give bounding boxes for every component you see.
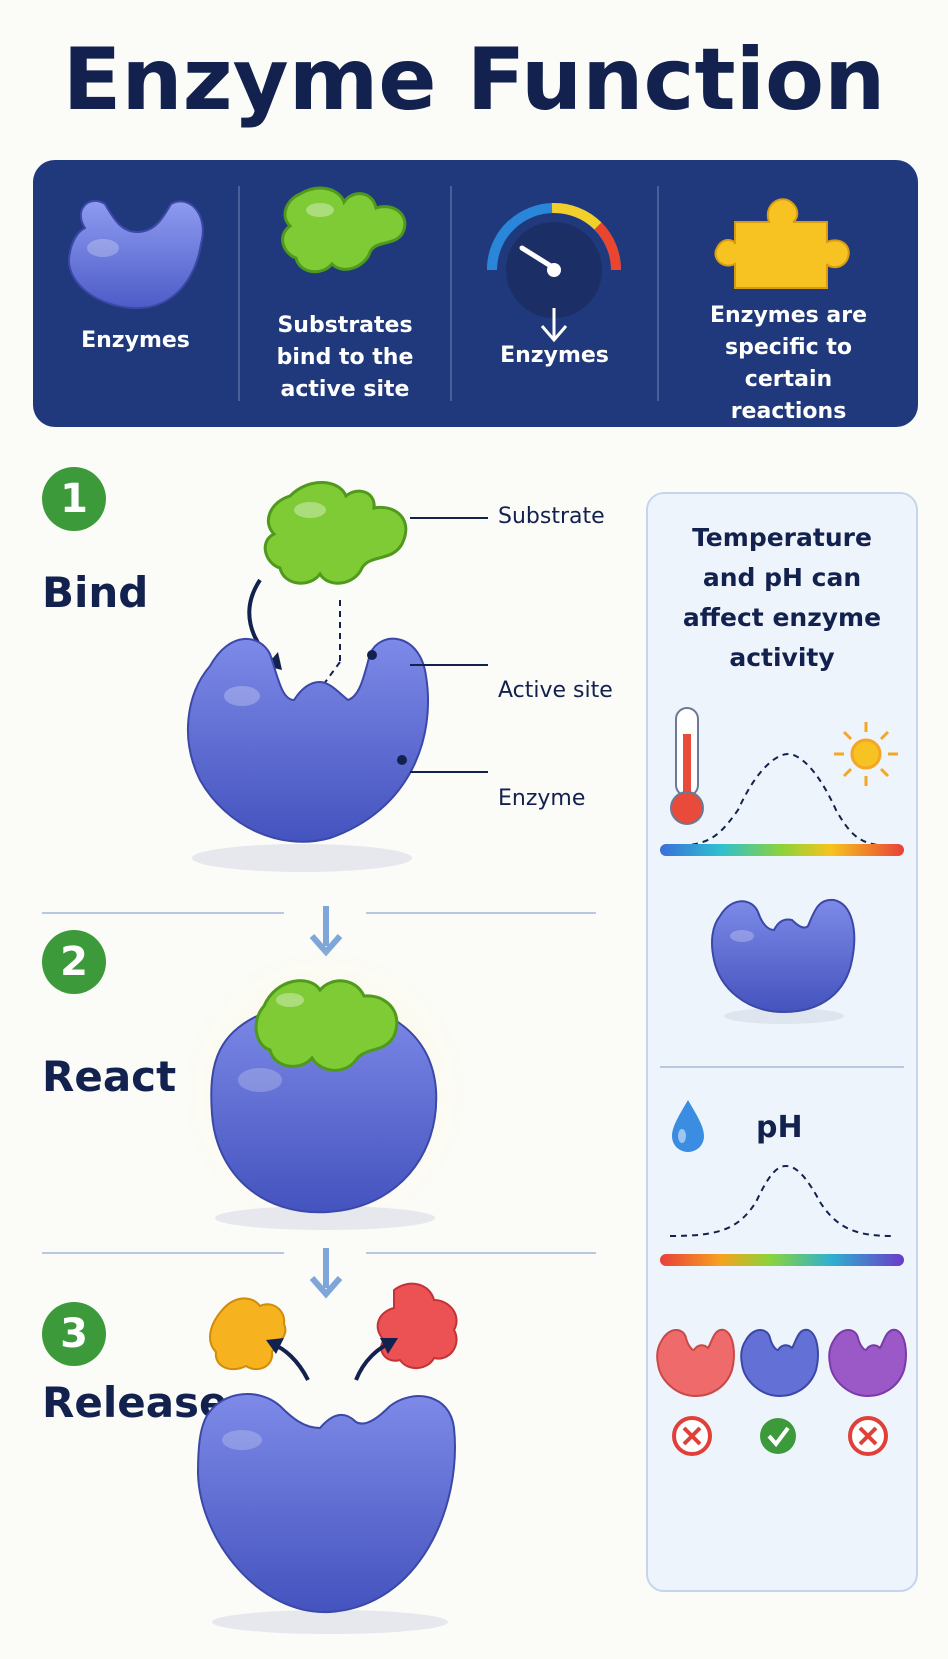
page-title: Enzyme Function — [62, 30, 886, 130]
substrate-icon — [263, 481, 408, 585]
banner-label-4: Enzymes are specific to certain reaction… — [709, 303, 868, 424]
step-1-label: Bind — [42, 568, 149, 617]
release-step-illustration — [196, 1282, 458, 1634]
enzyme-icon — [196, 1393, 456, 1614]
step-separator — [42, 912, 284, 914]
banner-divider — [450, 186, 452, 401]
callout-leaders — [410, 517, 488, 773]
banner-label-1: Enzymes — [81, 328, 190, 353]
panel-title: Temperature and pH can affect enzyme act… — [682, 523, 882, 672]
ph-enzyme-comparison — [656, 1328, 907, 1456]
banner-item-substrates: Substrates bind to the active site — [240, 160, 450, 427]
product-red-icon — [376, 1282, 458, 1369]
step-2-badge: 2 — [42, 930, 106, 994]
banner-label-3: Enzymes — [500, 343, 609, 368]
enzyme-icon — [67, 200, 204, 310]
banner-item-specific: Enzymes are specific to certain reaction… — [659, 160, 918, 427]
step-separator — [42, 1252, 284, 1254]
puzzle-substrate-icon — [281, 186, 407, 274]
check-icon — [760, 1418, 796, 1454]
banner-label-2: Substrates bind to the active site — [276, 313, 414, 402]
thermometer-icon — [670, 707, 704, 825]
enzyme-blue-icon — [740, 1328, 819, 1398]
enzyme-red-icon — [656, 1328, 735, 1398]
bind-step-illustration — [186, 481, 430, 872]
substrate-icon — [254, 979, 399, 1072]
banner-item-gauge: Enzymes — [452, 160, 657, 427]
ph-curve — [669, 1164, 895, 1237]
enzyme-purple-icon — [828, 1328, 907, 1398]
callout-substrate: Substrate — [498, 504, 605, 529]
banner-divider — [238, 186, 240, 401]
step-separator — [366, 1252, 596, 1254]
react-step-illustration — [175, 950, 475, 1240]
enzyme-icon — [711, 898, 856, 1024]
ph-spectrum-bar — [660, 1254, 904, 1266]
callout-active-site: Active site — [498, 678, 613, 703]
callout-enzyme: Enzyme — [498, 786, 586, 811]
sun-icon — [834, 722, 898, 786]
step-2-label: React — [42, 1052, 177, 1101]
product-yellow-icon — [209, 1297, 287, 1371]
summary-banner: Enzymes Substrates bind to the active si… — [33, 160, 918, 427]
cross-icon — [848, 1416, 888, 1456]
conditions-panel: Temperature and pH can affect enzyme act… — [646, 492, 918, 1592]
panel-separator — [660, 1066, 904, 1068]
step-1-badge: 1 — [42, 467, 106, 531]
temperature-curve — [669, 707, 898, 847]
banner-divider — [657, 186, 659, 401]
step-3-label: Release — [42, 1378, 228, 1427]
down-arrow-icon — [309, 1248, 343, 1299]
gauge-icon — [486, 202, 622, 343]
enzyme-icon — [186, 637, 430, 843]
puzzle-piece-icon — [714, 198, 850, 289]
banner-item-enzymes: Enzymes — [33, 160, 238, 427]
water-drop-icon — [672, 1100, 704, 1152]
enzyme-icon — [210, 1000, 438, 1214]
cross-icon — [672, 1416, 712, 1456]
ph-label: pH — [756, 1110, 803, 1145]
step-3-badge: 3 — [42, 1302, 106, 1366]
temperature-spectrum-bar — [660, 844, 904, 856]
step-separator — [366, 912, 596, 914]
